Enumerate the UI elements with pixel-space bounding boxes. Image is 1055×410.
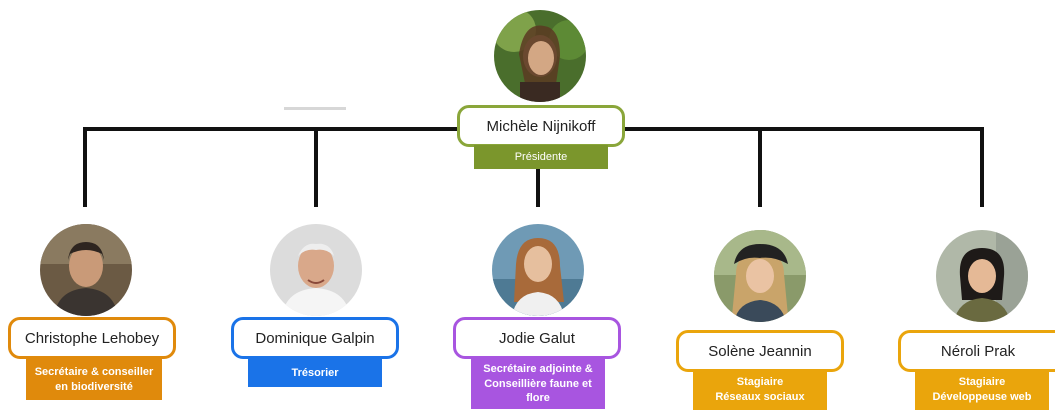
christophe-role-box: Secrétaire & conseiller en biodiversité	[26, 359, 162, 400]
neroli-role-line-1: Stagiaire	[958, 376, 1006, 389]
president-role-box: Présidente	[474, 145, 608, 169]
jodie-role-line-1: Secrétaire adjointe &	[483, 362, 593, 375]
neroli-name: Néroli Prak	[940, 342, 1016, 360]
avatar-jodie	[492, 224, 584, 316]
jodie-role-line-3: flore	[526, 392, 550, 405]
solene-role-line-1: Stagiaire	[736, 376, 784, 389]
christophe-name-box: Christophe Lehobey	[8, 317, 176, 359]
avatar-president	[494, 10, 586, 102]
neroli-name-box: Néroli Prak	[898, 330, 1055, 372]
connector-christophe	[83, 127, 87, 207]
neroli-role-line-2: Développeuse web	[932, 391, 1032, 403]
solene-name: Solène Jeannin	[708, 342, 812, 360]
jodie-name: Jodie Galut	[499, 329, 575, 347]
dominique-role-box: Trésorier	[248, 359, 382, 387]
avatar-christophe	[40, 224, 132, 316]
solene-role-line-2: Réseaux sociaux	[715, 391, 805, 403]
avatar-neroli	[936, 230, 1028, 322]
christophe-role-line-2: en biodiversité	[55, 380, 133, 393]
avatar-solene	[714, 230, 806, 322]
president-role: Présidente	[514, 150, 568, 163]
connector-neroli	[980, 127, 984, 207]
connector-jodie	[536, 167, 540, 207]
avatar-dominique	[270, 224, 362, 316]
solene-name-box: Solène Jeannin	[676, 330, 844, 372]
connector-dominique	[314, 127, 318, 207]
jodie-name-box: Jodie Galut	[453, 317, 621, 359]
president-name-box: Michèle Nijnikoff	[457, 105, 625, 147]
neroli-role-box: Stagiaire Développeuse web	[915, 370, 1049, 410]
dominique-name: Dominique Galpin	[255, 329, 375, 347]
president-name: Michèle Nijnikoff	[486, 117, 596, 135]
solene-role-box: Stagiaire Réseaux sociaux	[693, 370, 827, 410]
jodie-role-line-2: Conseillière faune et	[484, 377, 592, 390]
christophe-name: Christophe Lehobey	[24, 329, 160, 347]
decorative-line	[284, 107, 346, 110]
dominique-name-box: Dominique Galpin	[231, 317, 399, 359]
christophe-role-line-1: Secrétaire & conseiller	[34, 365, 154, 378]
connector-solene	[758, 127, 762, 207]
dominique-role-line-1: Trésorier	[291, 366, 339, 379]
jodie-role-box: Secrétaire adjointe & Conseillière faune…	[471, 359, 605, 409]
